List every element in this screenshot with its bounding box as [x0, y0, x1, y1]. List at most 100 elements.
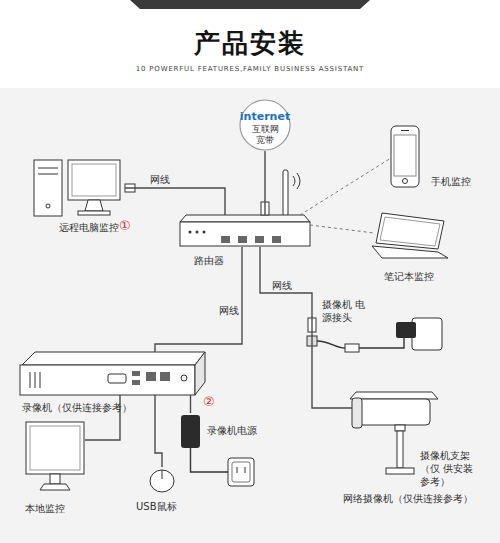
network-cable — [260, 247, 352, 408]
bracket-base — [386, 468, 414, 474]
wireless-link — [310, 225, 374, 233]
internet-circle — [240, 100, 290, 150]
nvr-vent — [30, 372, 31, 388]
network-cable — [155, 395, 162, 467]
body-background — [0, 88, 500, 543]
node-label: 远程电脑监控 — [59, 222, 119, 234]
dc-pigtail — [317, 341, 345, 348]
node-label: 录像机（仅供连接参考） — [22, 402, 132, 414]
edge-label: 网线 — [219, 305, 239, 317]
router-antenna — [283, 170, 288, 216]
camera-hood — [350, 392, 438, 399]
outlet-plate — [232, 462, 250, 482]
camera-adapter — [396, 322, 416, 338]
router-port — [238, 236, 247, 243]
vga-port — [108, 374, 126, 383]
phone-screen — [394, 135, 416, 176]
tower-slot — [38, 174, 58, 175]
nvr-vent — [35, 372, 36, 388]
internet-cloud: internet互联网 宽带 — [239, 99, 291, 151]
network-cable — [125, 188, 225, 215]
router-port — [255, 236, 264, 243]
router-led — [196, 231, 199, 234]
phone-body — [391, 126, 419, 187]
header-band — [0, 0, 500, 88]
pc-screen — [72, 164, 116, 196]
camera-power-wire — [359, 338, 404, 348]
wireless-link — [300, 158, 391, 215]
nvr-vent — [40, 372, 41, 388]
router-led — [189, 231, 192, 234]
laptop-screen — [380, 217, 440, 246]
router-led — [203, 231, 206, 234]
adapter-body — [181, 415, 200, 448]
network-cable — [155, 247, 242, 352]
pc-tower — [34, 160, 62, 216]
router: 路由器 — [180, 215, 310, 247]
network-cable — [264, 151, 265, 215]
monitor-neck — [50, 474, 60, 484]
camera-body — [358, 399, 430, 425]
nvr-front — [20, 365, 195, 395]
router-port — [221, 236, 230, 243]
monitor-base — [40, 484, 70, 490]
subtitle: 10 POWERFUL FEATURES,FAMILY BUSINESS ASS… — [0, 64, 500, 74]
callout-number: ② — [203, 394, 215, 410]
router-front — [180, 222, 310, 246]
adapter-wire — [191, 448, 229, 472]
node-label: internet — [239, 110, 291, 123]
router-top — [180, 215, 310, 222]
monitor-screen — [30, 426, 80, 470]
wifi-wave — [297, 173, 300, 189]
edge-label: 网线 — [272, 280, 292, 292]
node-label: 网络摄像机（仅供连接参考） — [343, 493, 473, 505]
wall-outlet — [228, 458, 254, 486]
power-adapter: 录像机电源 — [181, 413, 200, 450]
node-label: 路由器 — [194, 255, 224, 267]
camera-front — [352, 398, 362, 428]
node-label: 手机监控 — [431, 176, 471, 188]
phone-speaker — [401, 130, 409, 131]
mouse-body — [150, 470, 174, 492]
outlet-slot — [245, 467, 246, 473]
tower-button — [46, 204, 50, 208]
phone-button — [403, 179, 408, 184]
network-cable — [190, 395, 191, 413]
wifi-wave — [293, 176, 295, 186]
power-jack — [181, 375, 187, 381]
usb-port — [132, 371, 140, 376]
mouse-button-line — [162, 470, 163, 479]
phone: 手机监控 — [391, 126, 419, 187]
pc-monitor — [68, 160, 120, 200]
part-label: 摄像机支架（仅 供安装参考） — [420, 449, 482, 488]
laptop: 笔记本监控 — [370, 213, 448, 259]
page-title: 产品安装 — [0, 26, 500, 61]
nvr-recorder: 录像机（仅供连接参考） — [20, 352, 205, 395]
net-port — [160, 372, 170, 381]
node-label: 录像机电源 — [207, 425, 257, 437]
monitor-body — [26, 422, 84, 474]
bracket-arm — [397, 431, 403, 468]
outlet-slot — [237, 467, 238, 473]
node-label: USB鼠标 — [136, 501, 177, 513]
network-cable — [85, 395, 120, 440]
edge-label: 网线 — [150, 174, 170, 186]
header-tab — [130, 0, 370, 9]
nvr-side — [195, 352, 205, 395]
router-port — [272, 236, 281, 243]
network-camera: 网络摄像机（仅供连接参考） — [352, 390, 440, 434]
node-label: 互联网 宽带 — [250, 124, 280, 146]
laptop-lid — [376, 213, 444, 249]
pc-base — [78, 211, 110, 215]
usb-port — [132, 380, 140, 385]
local-monitor: 本地监控 — [25, 420, 85, 492]
node-label: 本地监控 — [25, 503, 65, 515]
wall-outlet — [412, 318, 442, 350]
callout-number: ① — [119, 218, 131, 234]
usb-mouse: USB鼠标 — [148, 467, 176, 493]
pc-stand — [85, 200, 103, 211]
part-label: 摄像机 电源接头 — [322, 298, 368, 324]
tower-slot — [38, 168, 58, 169]
bracket-joint — [395, 425, 405, 431]
remote-pc: 远程电脑监控 — [33, 158, 125, 218]
